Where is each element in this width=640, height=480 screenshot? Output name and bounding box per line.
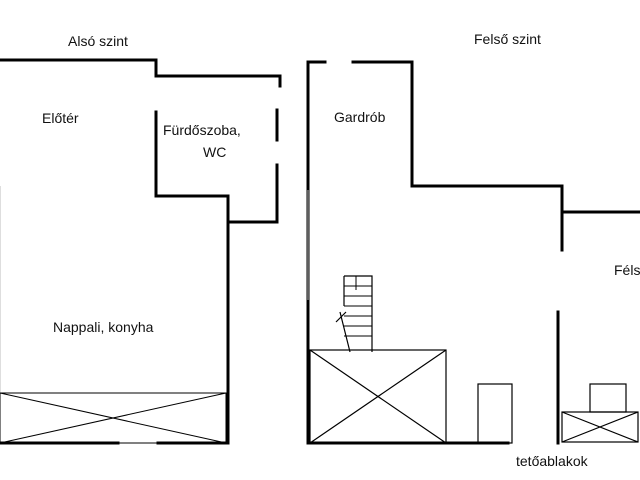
stair-outline bbox=[343, 275, 373, 352]
lower-skylight-box bbox=[0, 392, 227, 444]
skylight-fixture-2 bbox=[589, 383, 627, 413]
lower-top-wall bbox=[0, 58, 158, 78]
skylight-fixture-1 bbox=[477, 383, 513, 444]
lower-bathroom-lower-wall bbox=[154, 110, 230, 444]
room-label-living-kitchen: Nappali, konyha bbox=[53, 319, 154, 335]
stair-handrail bbox=[335, 311, 351, 353]
bathroom-top-wall bbox=[154, 74, 282, 88]
lower-skylight-cross bbox=[0, 392, 227, 444]
lower-floor-plan: Alsó szint Előtér Fürdőszoba, WC Nappali… bbox=[0, 33, 282, 445]
staircase bbox=[335, 275, 373, 353]
room-label-entry: Előtér bbox=[42, 110, 79, 126]
upper-floor-plan: Felső szint Gardrób Féls tetőablakok bbox=[306, 31, 640, 469]
room-label-wardrobe: Gardrób bbox=[334, 109, 386, 125]
bathroom-right-wall-lower bbox=[226, 163, 279, 224]
upper-floor-title: Felső szint bbox=[474, 31, 541, 47]
upper-skylight-box bbox=[309, 349, 447, 444]
upper-right-skylight-cross bbox=[561, 411, 639, 443]
skylights-annotation: tetőablakok bbox=[516, 453, 589, 469]
upper-top-stepped-wall bbox=[351, 60, 564, 252]
room-label-bathroom: Fürdőszoba, bbox=[163, 122, 241, 138]
room-label-wc: WC bbox=[203, 144, 226, 160]
room-label-partial: Féls bbox=[614, 262, 640, 278]
upper-right-skylight-box bbox=[561, 411, 639, 443]
lower-floor-title: Alsó szint bbox=[68, 33, 128, 49]
stair-arrow-top bbox=[350, 276, 366, 297]
upper-skylight-cross bbox=[309, 349, 447, 444]
upper-left-wall bbox=[306, 60, 327, 445]
stair-treads bbox=[344, 285, 372, 337]
